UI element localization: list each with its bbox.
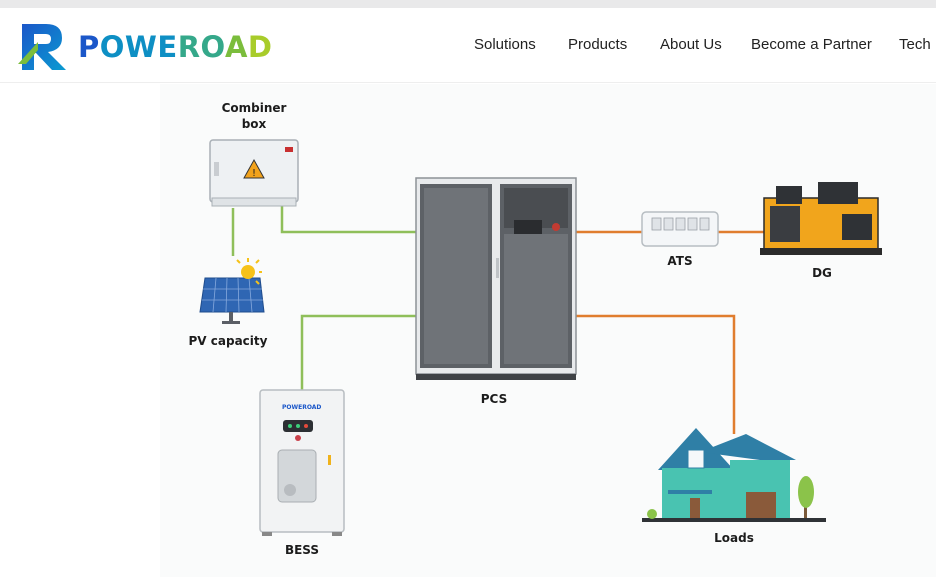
pcs-cabinet-icon	[415, 177, 577, 380]
solar-panel-icon	[199, 258, 265, 324]
ats-label: ATS	[667, 254, 693, 268]
poweroad-logo[interactable]: POWEROAD	[16, 20, 276, 74]
nav-products[interactable]: Products	[568, 36, 628, 53]
svg-text:!: !	[252, 168, 256, 179]
line-bess-pcs	[300, 314, 416, 390]
nav-tech[interactable]: Tech	[899, 36, 931, 53]
nav-about-us[interactable]: About Us	[660, 36, 722, 53]
line-combiner-pcs	[280, 206, 416, 234]
line-pcs-loads	[576, 314, 736, 434]
pv-capacity-label: PV capacity	[188, 334, 268, 348]
dc-lines	[231, 206, 416, 390]
bess-brand-text: POWEROAD	[282, 404, 321, 411]
bess-cabinet-icon	[259, 389, 345, 536]
ac-lines	[576, 230, 764, 434]
ats-switch-icon	[641, 211, 719, 247]
diesel-generator-icon	[760, 182, 882, 255]
combiner-box-icon: !	[209, 139, 299, 207]
bess-label: BESS	[284, 543, 320, 557]
brand-wordmark: POWEROAD	[78, 30, 273, 64]
house-icon	[642, 428, 826, 522]
poweroad-logo-mark-icon	[18, 24, 66, 70]
combiner-box-label: Combiner box	[221, 101, 287, 131]
dg-label: DG	[812, 266, 832, 280]
nav-solutions[interactable]: Solutions	[474, 36, 536, 53]
site-header: POWEROAD Solutions Products About Us Bec…	[0, 8, 936, 83]
nav-become-a-partner[interactable]: Become a Partner	[751, 36, 872, 53]
pcs-label: PCS	[480, 392, 508, 406]
loads-label: Loads	[714, 531, 754, 545]
